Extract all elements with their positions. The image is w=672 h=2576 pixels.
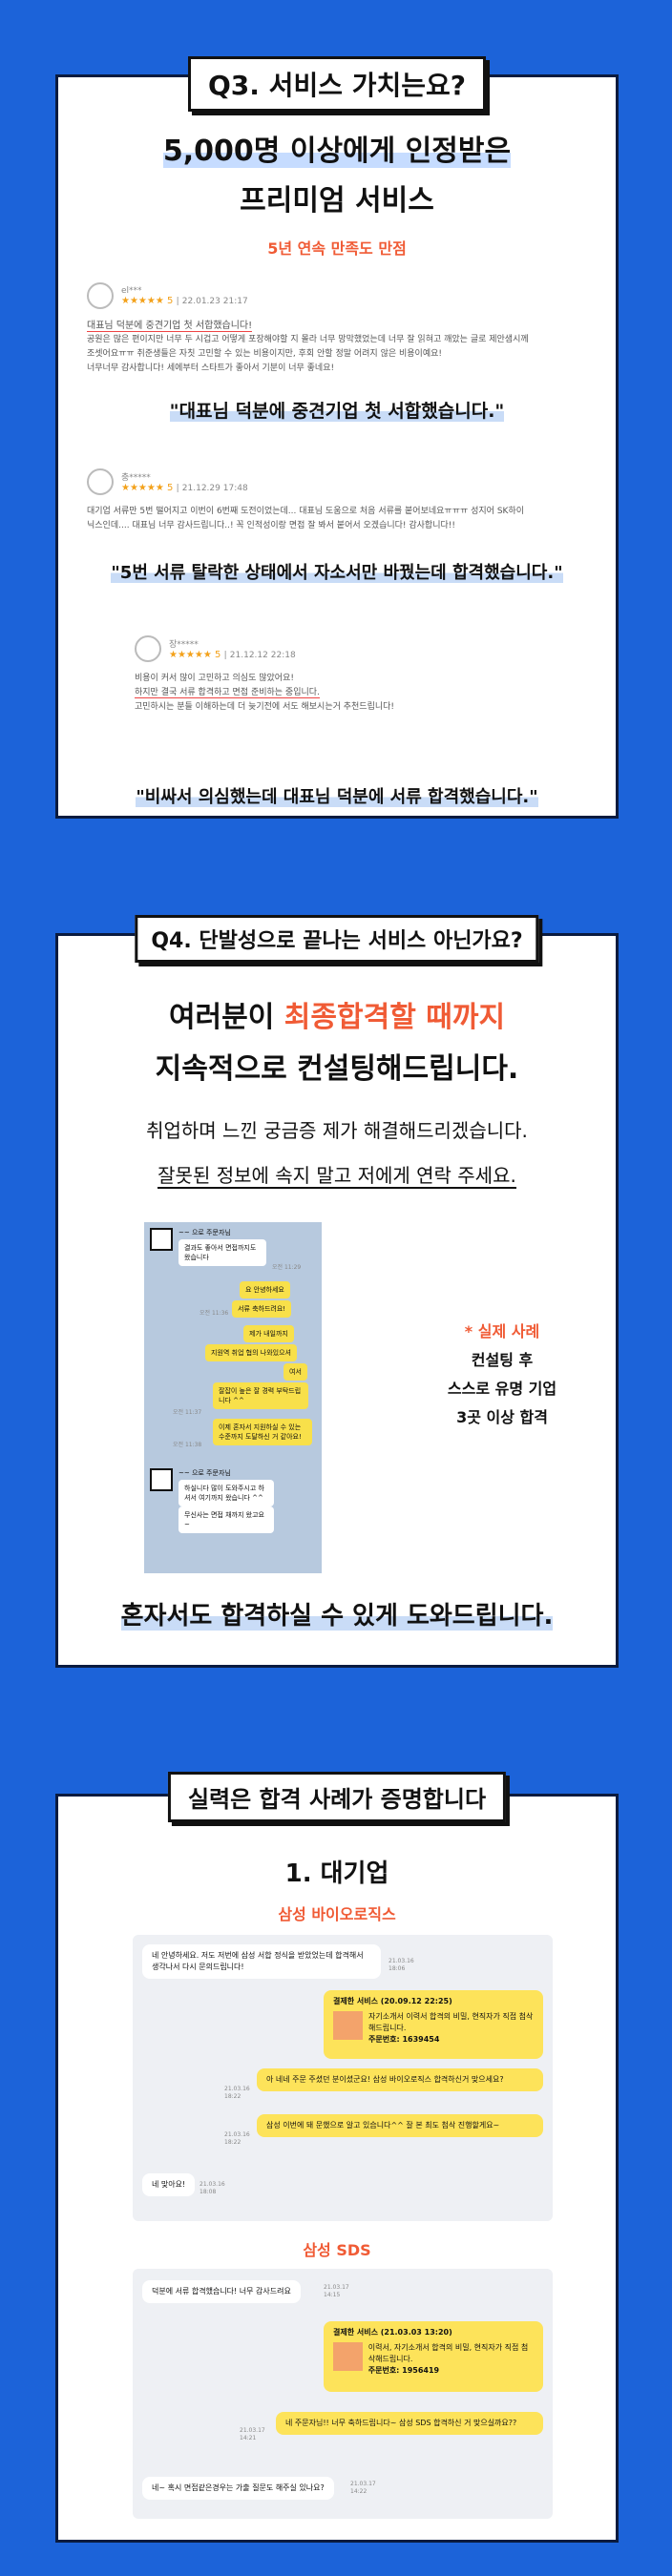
case-chat: 덕분에 서류 합격했습니다! 너무 감사드려요 21.03.17 14:15 결… xyxy=(133,2269,553,2519)
company-name: 삼성 SDS xyxy=(303,2241,371,2259)
review-text: 대기업 서류만 5번 떨어지고 이번이 6번째 도전이었는데... 대표님 도움… xyxy=(87,507,525,516)
review-text: 닉스인데.... 대표님 너무 감사드립니다..! 꼭 인적성이랑 면접 잘 봐… xyxy=(87,521,455,530)
chat-time: 21.03.17 14:15 xyxy=(324,2284,349,2298)
card-title: 결제한 서비스 (21.03.03 13:20) xyxy=(333,2328,452,2337)
chat-time: 21.03.16 18:08 xyxy=(200,2181,225,2195)
chat-bubble: 아 네네 주문 주셨던 분이셨군요! 삼성 바이오로직스 합격하신거 맞으세요? xyxy=(257,2068,543,2091)
chat-bubble: 네 맞아요! xyxy=(142,2173,196,2196)
q4-title-prefix: 여러분이 xyxy=(168,1001,284,1034)
chat-bubble: 덕분에 서류 합격했습니다! 너무 감사드려요 xyxy=(142,2280,301,2303)
chat-bubble: 제가 내일까지 xyxy=(243,1325,294,1342)
chat-avatar xyxy=(150,1228,173,1251)
card-title: 결제한 서비스 (20.09.12 22:25) xyxy=(333,1997,452,2005)
q4-tag: Q4. 단발성으로 끝나는 서비스 아닌가요? xyxy=(135,915,539,963)
avatar-icon xyxy=(87,282,114,309)
case-chat: 네 안녕하세요. 저도 저번에 삼성 서합 정식을 받았었는데 합격해서 생각나… xyxy=(133,1935,553,2221)
review-text: 하지만 결국 서류 합격하고 면접 준비하는 중입니다. xyxy=(135,688,320,698)
review-author: 장***** xyxy=(169,640,199,650)
review-quote: "대표님 덕분에 중견기업 첫 서합했습니다." xyxy=(169,401,505,422)
chat-time: 오전 11:37 xyxy=(173,1409,202,1416)
case-line: 3곳 이상 합격 xyxy=(456,1408,548,1426)
q3-headline-2: 프리미엄 서비스 xyxy=(240,184,434,218)
card-order: 주문번호: 1956419 xyxy=(368,2366,440,2375)
chat-bubble: 잘잡이 높은 잘 경력 부탁드립니다 ^^ xyxy=(213,1382,308,1409)
rating-stars: ★★★★★ 5 xyxy=(121,483,174,493)
q4-section: Q4. 단발성으로 끝나는 서비스 아닌가요? 여러분이 최종합격할 때까지 지… xyxy=(55,915,619,1668)
chat-time: 21.03.16 18:22 xyxy=(224,2131,250,2146)
review-item: 충***** ★★★★★ 5 | 21.12.29 17:48 대기업 서류만 … xyxy=(87,468,587,533)
chat-avatar xyxy=(150,1468,173,1491)
q3-headline-1: 5,000명 이상에게 인정받은 xyxy=(162,135,512,168)
chat-bubble: 하실니다 많이 도와주시고 하셔서 여기까지 왔습니다 ^^ xyxy=(178,1480,274,1506)
q4-title-highlight: 최종합격할 때까지 xyxy=(284,1001,506,1034)
review-text: 조셋어요ㅠㅠ 취준생들은 자칫 고민할 수 있는 비용이지만, 후회 안할 정말… xyxy=(87,349,443,359)
review-text: 비용이 커서 많이 고민하고 의심도 많았어요! xyxy=(135,674,294,683)
chat-bubble: 결과도 좋아서 면접까지도 왔습니다 xyxy=(178,1239,266,1266)
chat-bubble: 요 안녕하세요 xyxy=(240,1281,290,1298)
rating-stars: ★★★★★ 5 xyxy=(121,295,174,306)
chat-time: 오전 11:29 xyxy=(272,1264,302,1271)
review-author: el*** xyxy=(121,285,142,296)
q4-title-line2: 지속적으로 컨설팅해드립니다. xyxy=(155,1052,519,1086)
avatar-icon xyxy=(135,635,161,662)
review-date: 22.01.23 21:17 xyxy=(181,296,248,306)
review-quote: "5번 서류 탈락한 상태에서 자소서만 바꿨는데 합격했습니다." xyxy=(111,563,563,583)
review-quote: "비싸서 의심했는데 대표님 덕분에 서류 합격했습니다." xyxy=(136,787,538,807)
review-text: 너무너무 감사합니다! 세에부터 스타트가 좋아서 기분이 너무 좋네요! xyxy=(87,364,335,373)
chat-time: 21.03.16 18:06 xyxy=(388,1958,414,1972)
q3-section: Q3. 서비스 가치는요? 5,000명 이상에게 인정받은 프리미엄 서비스 … xyxy=(55,56,619,819)
card-order: 주문번호: 1639454 xyxy=(368,2035,440,2044)
thumbnail-image xyxy=(333,2342,363,2371)
review-item: 장***** ★★★★★ 5 | 21.12.12 22:18 비용이 커서 많… xyxy=(135,635,587,715)
cases-tag: 실력은 합격 사례가 증명합니다 xyxy=(167,1772,507,1822)
review-text: 공원은 많은 편이지만 너무 두 시겁고 어떻게 포장해야할 지 몰라 너무 망… xyxy=(87,335,529,344)
chat-bubble: 네~ 혹시 면접같은경우는 가출 질문도 해주실 있나요? xyxy=(142,2477,334,2500)
avatar-icon xyxy=(87,468,114,495)
company-name: 삼성 바이오로직스 xyxy=(278,1905,396,1923)
case-line: 스스로 유명 기업 xyxy=(447,1380,557,1398)
chat-time: 오전 11:38 xyxy=(173,1442,202,1448)
q3-subheadline: 5년 연속 만족도 만점 xyxy=(267,239,407,258)
review-date: 21.12.29 17:48 xyxy=(181,484,248,493)
chat-bubble: 이제 혼자서 지원하실 수 있는 수준까지 도달하신 거 같아요! xyxy=(213,1419,312,1445)
review-author: 충***** xyxy=(121,473,151,483)
chat-time: 21.03.17 14:21 xyxy=(240,2427,265,2441)
case-line: 컨설팅 후 xyxy=(471,1351,534,1369)
q4-line2: 잘못된 정보에 속지 말고 저에게 연락 주세요. xyxy=(158,1164,516,1189)
cases-section: 실력은 합격 사례가 증명합니다 1. 대기업 삼성 바이오로직스 네 안녕하세… xyxy=(55,1772,619,2543)
chat-bubble: 서류 축하드려요! xyxy=(232,1300,292,1318)
chat-sender: ~~ 으로 주문자님 xyxy=(178,1469,231,1477)
q4-bottom-line: 혼자서도 합격하실 수 있게 도와드립니다. xyxy=(120,1602,554,1631)
payment-card: 결제한 서비스 (20.09.12 22:25) 자기소개서 이력서 합격의 비… xyxy=(324,1990,543,2059)
chat-sender: ~~ 으로 주문자님 xyxy=(178,1229,231,1236)
chat-bubble: 네 안녕하세요. 저도 저번에 삼성 서합 정식을 받았었는데 합격해서 생각나… xyxy=(142,1944,381,1979)
chat-screenshot: ~~ 으로 주문자님 결과도 좋아서 면접까지도 왔습니다 오전 11:29 요… xyxy=(144,1222,322,1573)
review-text: 고민하시는 분들 이해하는데 더 늦기전에 서도 해보시는거 추천드립니다! xyxy=(135,702,395,712)
chat-time: 21.03.17 14:22 xyxy=(350,2481,376,2495)
q3-tag: Q3. 서비스 가치는요? xyxy=(188,56,486,112)
chat-bubble: 여서 xyxy=(284,1363,307,1381)
rating-stars: ★★★★★ 5 xyxy=(169,650,221,660)
card-body: 이력서, 자기소개서 합격의 비밀, 현직자가 직접 첨삭해드립니다. xyxy=(368,2343,529,2363)
review-date: 21.12.12 22:18 xyxy=(229,651,296,660)
card-body: 자기소개서 이력서 합격의 비밀, 현직자가 직접 첨삭해드립니다. xyxy=(368,2012,534,2032)
payment-card: 결제한 서비스 (21.03.03 13:20) 이력서, 자기소개서 합격의 … xyxy=(324,2321,543,2392)
chat-bubble: 지원역 취업 협의 나와있으셔 xyxy=(205,1344,297,1361)
q4-line1: 취업하며 느낀 궁금증 제가 해결해드리겠습니다. xyxy=(146,1119,528,1142)
cases-heading: 1. 대기업 xyxy=(284,1859,389,1888)
review-text: 대표님 덕분에 중견기업 첫 서합했습니다! xyxy=(87,321,253,332)
chat-bubble: 네 주문자님!! 너무 축하드립니다~ 삼성 SDS 합격하신 거 맞으실까요?… xyxy=(276,2412,543,2435)
chat-bubble: 삼성 이번에 돼 문했으로 알고 있습니다^^ 잘 본 최도 첨삭 진행할게요~ xyxy=(257,2114,543,2137)
review-item: el*** ★★★★★ 5 | 22.01.23 21:17 대표님 덕분에 중… xyxy=(87,282,587,376)
chat-bubble: 무신사는 면접 채까지 왔고요~ xyxy=(178,1506,274,1533)
chat-time: 21.03.16 18:22 xyxy=(224,2086,250,2100)
case-label: * 실제 사례 xyxy=(464,1322,540,1340)
thumbnail-image xyxy=(333,2011,364,2040)
chat-time: 오전 11:36 xyxy=(200,1310,229,1317)
